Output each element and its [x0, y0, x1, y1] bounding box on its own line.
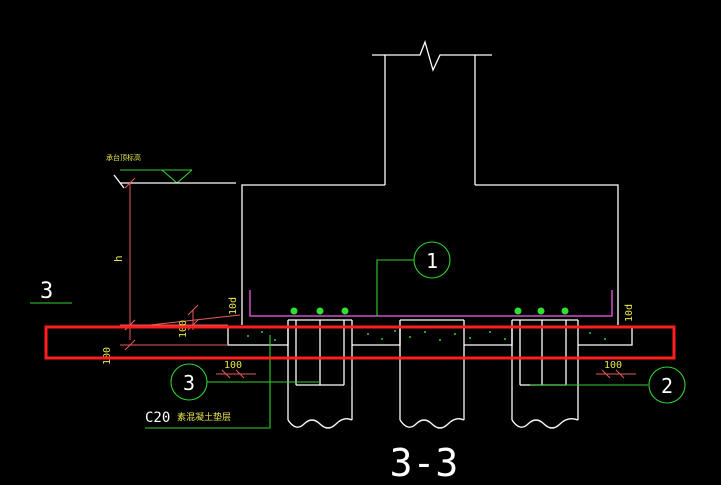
bottom-rebar	[249, 290, 613, 317]
dim-h-label: h	[112, 255, 125, 262]
column-outline	[372, 39, 492, 185]
dim-100-left-upper: 100	[178, 320, 189, 338]
bottom-dimensions	[216, 369, 636, 379]
dim-10d-left: 10d	[228, 297, 239, 315]
callout-1-number: 1	[426, 249, 438, 273]
pile-left	[287, 319, 353, 429]
dim-100-bottom-left: 100	[224, 360, 242, 371]
height-dimension	[124, 177, 136, 340]
callout-1	[376, 241, 451, 316]
pile-cap-outline	[241, 184, 619, 325]
c20-leader	[145, 335, 271, 429]
callout-2	[530, 366, 686, 404]
section-marker-3: 3	[40, 279, 53, 304]
dim-10d-right: 10d	[624, 304, 635, 322]
callout-3-number: 3	[183, 371, 195, 395]
pile-right	[511, 319, 579, 429]
callout-3	[170, 363, 320, 401]
dim-100-left-vertical: 100	[102, 347, 113, 365]
c20-note-text: 素混凝土垫层	[177, 411, 231, 423]
section-title: 3-3	[390, 441, 459, 485]
elevation-note: 承台顶标高	[106, 153, 141, 162]
pile-middle	[399, 319, 465, 429]
rebar-dots	[290, 307, 569, 315]
callout-2-number: 2	[661, 374, 673, 398]
highlight-box	[44, 325, 676, 360]
elevation-marker	[113, 169, 236, 189]
dim-100-bottom-right: 100	[604, 360, 622, 371]
c20-grade: C20	[145, 410, 170, 426]
